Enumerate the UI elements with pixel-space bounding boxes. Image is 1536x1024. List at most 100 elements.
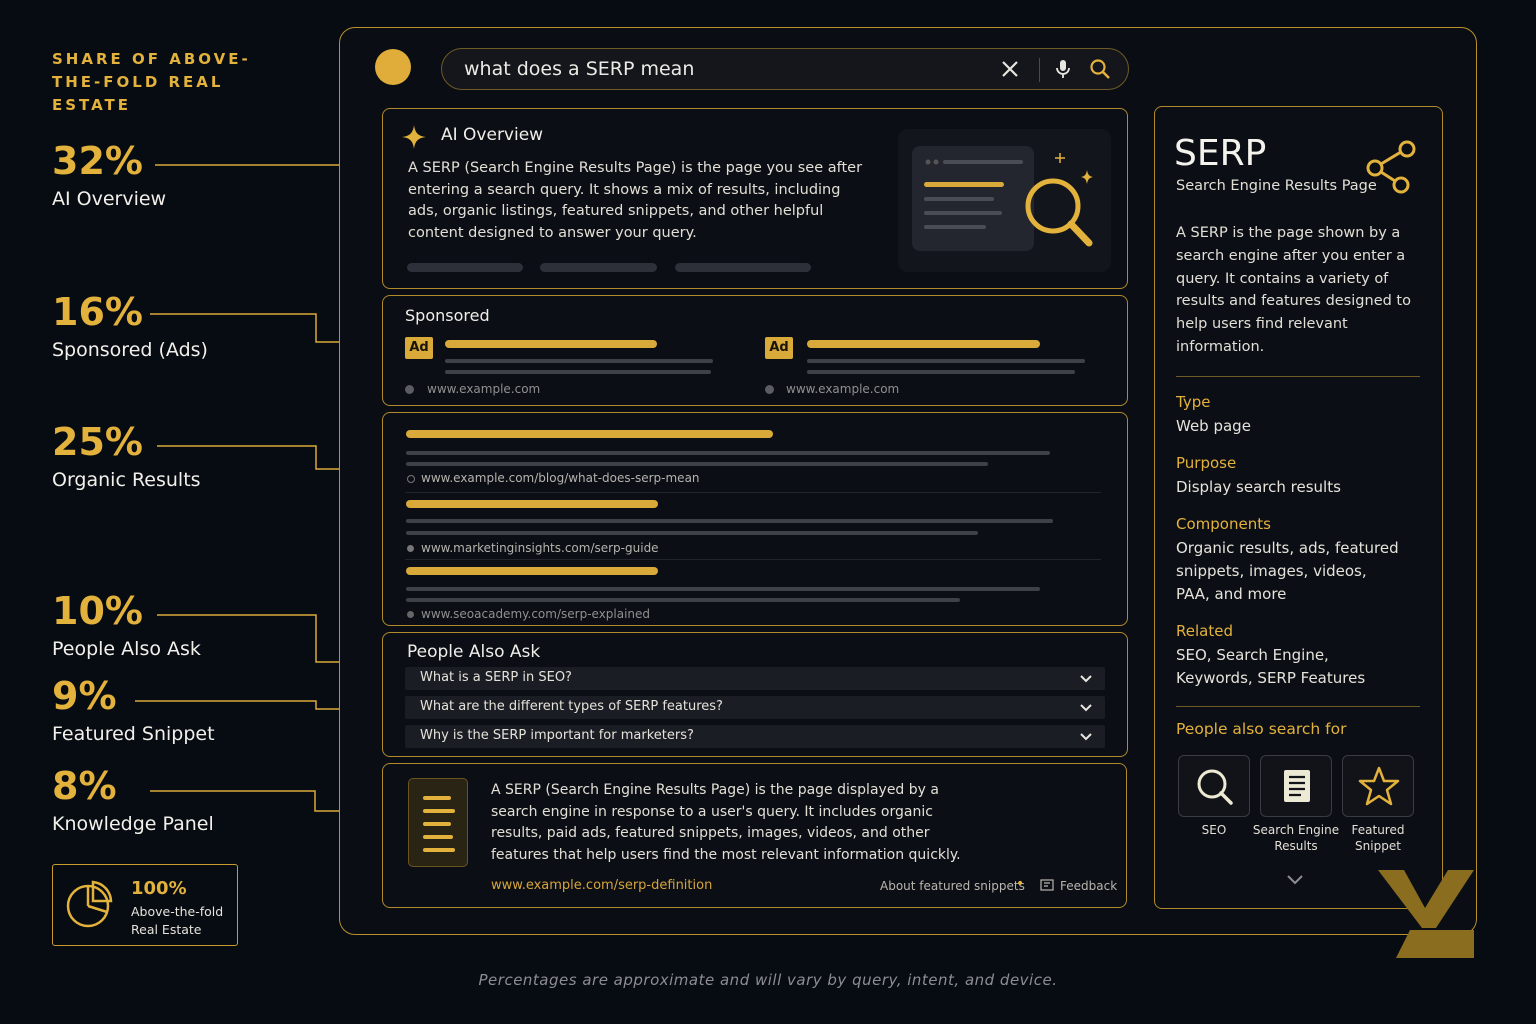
legend-heading: SHARE OF ABOVE-THE-FOLD REAL ESTATE (52, 50, 251, 114)
search-bar[interactable]: what does a SERP mean (441, 48, 1129, 90)
favicon-dot (407, 611, 414, 618)
paa-question-text: What is a SERP in SEO? (420, 670, 572, 685)
pie-chart-icon (66, 880, 113, 928)
related-tile-seo[interactable] (1178, 755, 1250, 817)
paa-title: People Also Ask (407, 642, 541, 662)
kp-fact-label: Purpose (1176, 454, 1237, 472)
ad-badge: Ad (405, 337, 433, 359)
related-tile-label[interactable]: SEO (1201, 823, 1227, 837)
avatar[interactable] (375, 49, 411, 85)
total-label: Above-the-fold Real Estate (131, 904, 224, 937)
kp-subtitle: Search Engine Results Page (1176, 178, 1377, 194)
result-url[interactable]: www.seoacademy.com/serp-explained (421, 607, 651, 621)
paa-question-text: Why is the SERP important for marketers? (420, 728, 694, 743)
people-also-search-title: People also search for (1176, 720, 1347, 738)
footnote: Percentages are approximate and will var… (478, 971, 1058, 989)
kp-fact-label: Components (1176, 515, 1271, 533)
chevron-down-icon[interactable] (1079, 700, 1093, 714)
ad-url[interactable]: www.example.com (786, 382, 900, 396)
kp-fact-value: SEO, Search Engine, Keywords, SERP Featu… (1176, 646, 1366, 687)
chevron-down-icon[interactable] (1285, 873, 1305, 887)
result-title-placeholder[interactable] (406, 567, 658, 575)
ad-title-placeholder[interactable] (445, 340, 657, 348)
knowledge-panel: SERP Search Engine Results Page A SERP i… (1154, 106, 1443, 909)
result-url[interactable]: www.marketinginsights.com/serp-guide (421, 541, 659, 555)
favicon-dot (407, 475, 415, 483)
microphone-icon[interactable] (1051, 57, 1075, 81)
total-box: 100% Above-the-fold Real Estate (52, 864, 238, 946)
ad-text-placeholder (445, 359, 713, 363)
paa-question-text: What are the different types of SERP fea… (420, 699, 723, 714)
sparkle-icon (402, 125, 426, 149)
kp-fact-value: Web page (1176, 417, 1251, 435)
ad-text-placeholder (807, 359, 1085, 363)
related-tile-label[interactable]: Search Engine Results (1252, 823, 1340, 853)
stat-organic: 25% Organic Results (52, 421, 252, 493)
chevron-down-icon[interactable] (1079, 671, 1093, 685)
snippet-text: A SERP (Search Engine Results Page) is t… (491, 782, 961, 863)
kp-fact-value: Display search results (1176, 478, 1341, 496)
document-icon (408, 778, 468, 867)
stat-percent: 32% (52, 139, 143, 183)
stat-percent: 9% (52, 674, 117, 718)
result-text-placeholder (406, 519, 1053, 523)
ai-overview-title: AI Overview (441, 125, 544, 145)
search-separator (1039, 58, 1040, 82)
related-tile-label[interactable]: Featured Snippet (1351, 823, 1405, 853)
search-input[interactable]: what does a SERP mean (464, 58, 695, 80)
feedback-icon[interactable] (1040, 879, 1054, 891)
result-url[interactable]: www.example.com/blog/what-does-serp-mean (421, 471, 700, 485)
ad-text-placeholder (445, 370, 711, 374)
share-icon[interactable] (1363, 137, 1421, 195)
result-title-placeholder[interactable] (406, 500, 658, 508)
search-icon[interactable] (1088, 57, 1112, 81)
organic-results-panel: www.example.com/blog/what-does-serp-mean… (382, 412, 1128, 626)
stat-percent: 25% (52, 420, 143, 464)
sponsored-panel: Sponsored Ad www.example.com Ad www.exam… (382, 295, 1128, 406)
related-tile-featured-snippet[interactable] (1342, 755, 1414, 817)
stat-featured-snippet: 9% Featured Snippet (52, 675, 252, 747)
about-snippets-link[interactable]: About featured snippets (880, 879, 1025, 893)
ad-title-placeholder[interactable] (807, 340, 1040, 348)
feedback-link[interactable]: Feedback (1060, 879, 1118, 893)
result-text-placeholder (406, 587, 1040, 591)
stat-sponsored: 16% Sponsored (Ads) (52, 291, 252, 363)
ad-text-placeholder (807, 370, 1075, 374)
result-title-placeholder[interactable] (406, 430, 773, 438)
separator-dot: • (1016, 876, 1025, 892)
stat-percent: 8% (52, 764, 117, 808)
ai-overview-panel: AI Overview A SERP (Search Engine Result… (382, 108, 1128, 289)
placeholder-pill (675, 263, 811, 272)
stat-knowledge-panel: 8% Knowledge Panel (52, 765, 252, 837)
ai-overview-text: A SERP (Search Engine Results Page) is t… (408, 160, 863, 241)
stat-percent: 10% (52, 589, 143, 633)
result-divider (405, 559, 1101, 560)
stat-label: AI Overview (52, 188, 167, 210)
ai-overview-illustration (898, 129, 1111, 272)
favicon-dot (405, 385, 414, 394)
placeholder-pill (407, 263, 523, 272)
related-tile-search-engine-results[interactable] (1260, 755, 1332, 817)
paa-question[interactable]: What is a SERP in SEO? (405, 667, 1105, 690)
ad-url[interactable]: www.example.com (427, 382, 541, 396)
paa-question[interactable]: Why is the SERP important for marketers? (405, 725, 1105, 748)
featured-snippet-panel: A SERP (Search Engine Results Page) is t… (382, 763, 1127, 908)
favicon-dot (765, 385, 774, 394)
result-text-placeholder (406, 598, 960, 602)
stat-label: Featured Snippet (52, 723, 215, 745)
sponsored-title: Sponsored (405, 306, 490, 325)
kp-title: SERP (1174, 133, 1267, 174)
result-divider (405, 492, 1101, 493)
stat-ai-overview: 32% AI Overview (52, 140, 252, 212)
paa-question[interactable]: What are the different types of SERP fea… (405, 696, 1105, 719)
stat-label: People Also Ask (52, 638, 201, 660)
favicon-dot (407, 545, 414, 552)
stat-label: Organic Results (52, 469, 201, 491)
search-icon (1197, 769, 1233, 805)
snippet-link[interactable]: www.example.com/serp-definition (491, 878, 713, 893)
close-icon[interactable] (998, 57, 1022, 81)
chevron-down-icon[interactable] (1079, 729, 1093, 743)
stat-percent: 16% (52, 290, 143, 334)
star-icon (1358, 766, 1400, 806)
kp-fact-value: Organic results, ads, featured snippets,… (1176, 539, 1399, 603)
